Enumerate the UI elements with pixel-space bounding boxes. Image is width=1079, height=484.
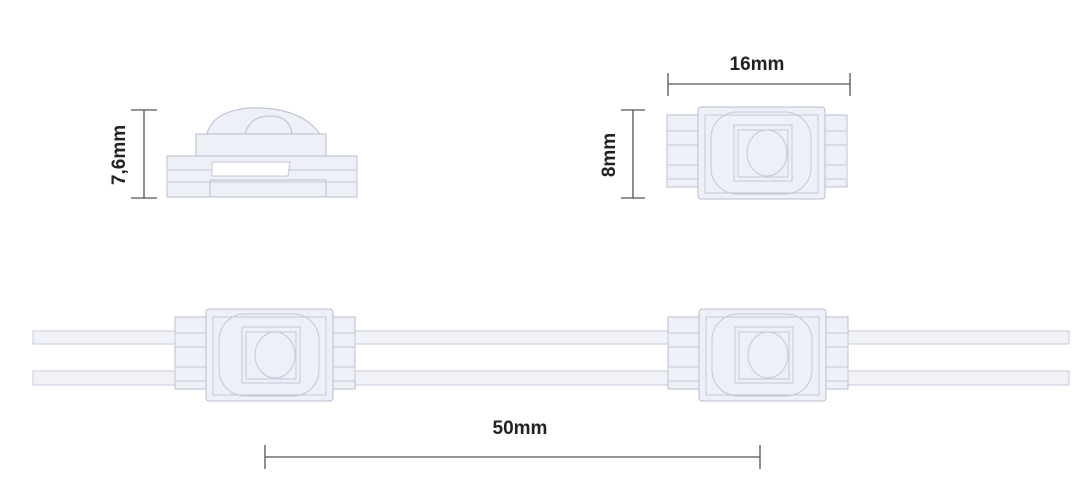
top-width-label: 16mm bbox=[730, 54, 785, 75]
top-height-dimension bbox=[621, 109, 645, 199]
side-height-dimension bbox=[131, 109, 157, 199]
pitch-dimension bbox=[264, 445, 761, 469]
top-height-label: 8mm bbox=[599, 133, 620, 177]
pitch-label: 50mm bbox=[493, 418, 548, 439]
strip-module-1 bbox=[174, 308, 356, 402]
top-view-module bbox=[666, 106, 848, 200]
side-height-label: 7,6mm bbox=[109, 125, 130, 185]
strip-module-2 bbox=[667, 308, 849, 402]
top-width-dimension bbox=[667, 73, 851, 96]
side-view-module bbox=[166, 107, 358, 198]
